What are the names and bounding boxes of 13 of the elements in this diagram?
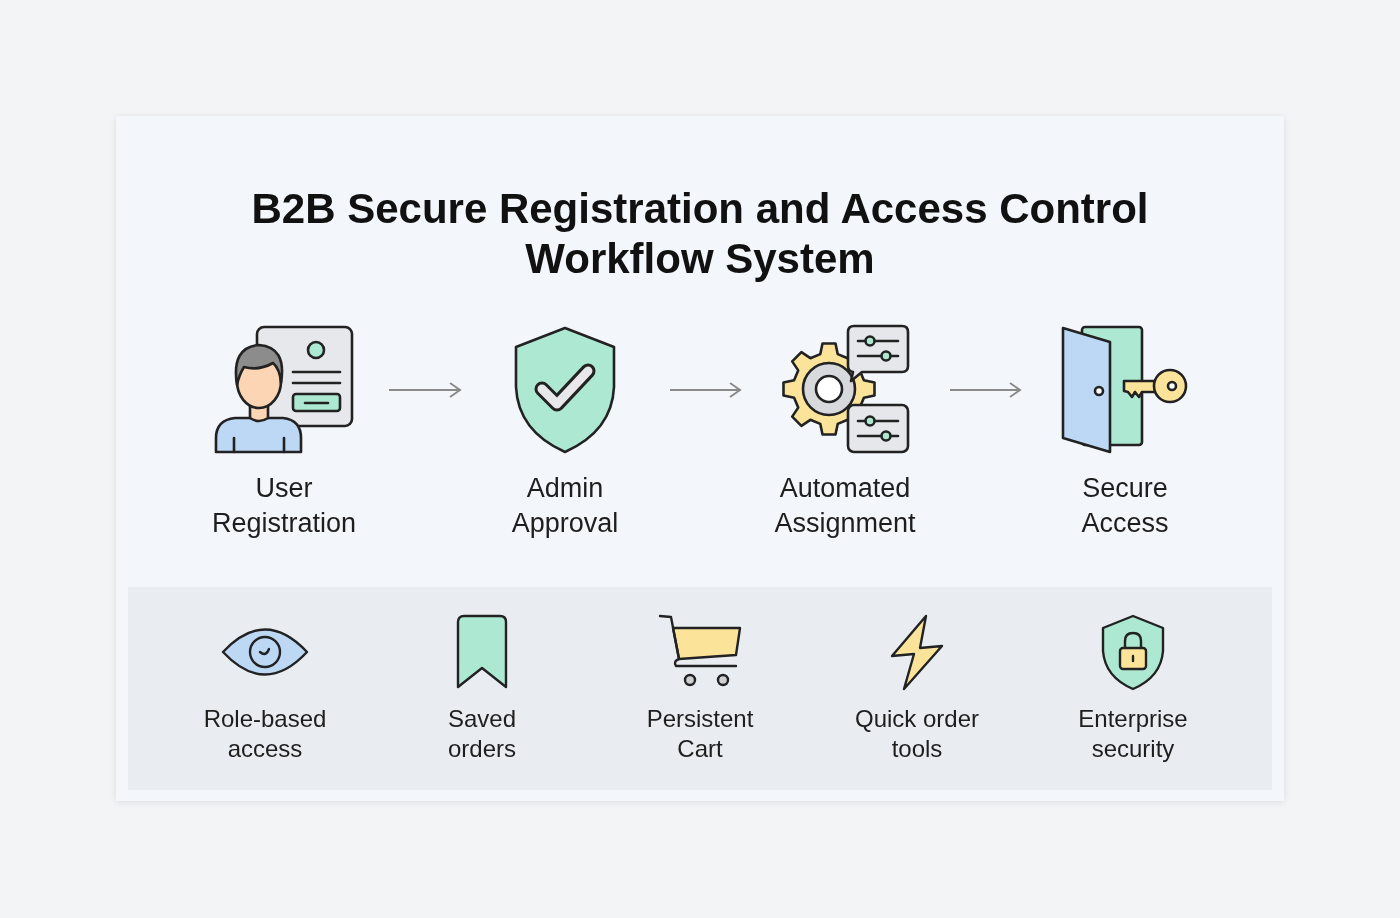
feature-label: Role-based access bbox=[202, 704, 328, 764]
feature-label: Saved orders bbox=[446, 704, 518, 764]
step-label: Secure Access bbox=[1080, 472, 1170, 540]
step-label: Admin Approval bbox=[510, 472, 620, 540]
step-label: User Registration bbox=[210, 472, 358, 540]
feature-label: Enterprise security bbox=[1077, 704, 1189, 764]
arrow bbox=[388, 382, 461, 398]
feature-label: Quick order tools bbox=[853, 704, 980, 764]
feature-label: Persistent Cart bbox=[645, 704, 755, 764]
arrow bbox=[949, 382, 1021, 398]
step-label: Automated Assignment bbox=[773, 472, 917, 540]
arrow bbox=[669, 382, 741, 398]
diagram-title: B2B Secure Registration and Access Control Workflow System bbox=[250, 184, 1150, 284]
